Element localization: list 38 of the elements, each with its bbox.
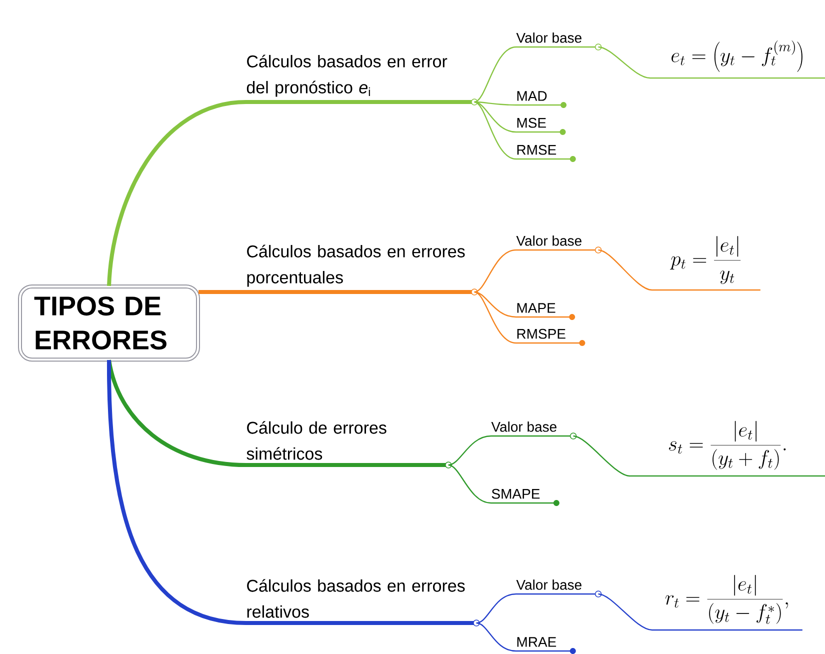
subtopic-label: RMSE [517, 144, 556, 155]
formula: $r_t = \frac{\left|e_t\right|}{\left(y_t - f_t^{*}\right)},$ [665, 574, 788, 624]
branch-line [198, 290, 246, 294]
formula: $p_t = \frac{\left|e_t\right|}{y_t}$ [670, 236, 741, 284]
branch-line [598, 249, 652, 291]
branch-line [448, 435, 492, 466]
subtopic-label: MAD [517, 91, 547, 101]
branch-line [474, 46, 516, 103]
subtopic-label: Valor base [491, 422, 556, 432]
branch-line [474, 291, 516, 344]
subtopic-label: SMAPE [492, 488, 540, 499]
branch-label: Cálculo de errores simétricos [246, 421, 386, 460]
subtopic-label: MAPE [517, 303, 556, 313]
subtopic-label: MRAE [517, 637, 556, 647]
branch-line [476, 593, 516, 624]
topic-box: TIPOS DE ERRORES [18, 284, 200, 362]
branch-line [448, 464, 492, 504]
subtopic-label: Valor base [516, 32, 582, 43]
branch-label: Cálculos basados en errores porcentuales [247, 244, 465, 287]
subtopic-label: MSE [517, 118, 546, 128]
branch-line [474, 101, 516, 160]
subtopic-label: Valor base [516, 236, 582, 246]
subtopic-label: Valor base [516, 580, 582, 590]
branch-line [107, 360, 246, 625]
branch-line [474, 249, 516, 293]
branch-line [474, 101, 516, 133]
branch-line [107, 100, 246, 286]
branch-label: Cálculos basados en error del pronóstico e$_{i}$ [246, 54, 448, 97]
branch-line [598, 46, 650, 79]
formula: $s_t = \frac{\left|e_t\right|}{\left(y_t + f_t\right)}.$ [668, 420, 786, 470]
branch-line [573, 435, 630, 477]
branch-line [598, 593, 652, 631]
formula: $e_t = \left(y_t - f_t^{(m)}\right)$ [672, 40, 802, 72]
branch-line [474, 101, 516, 106]
subtopic-label: RMSPE [517, 328, 566, 339]
branch-line [476, 622, 516, 652]
branch-label: Cálculos basados en errores relativos [247, 579, 465, 618]
branch-line [474, 291, 516, 318]
